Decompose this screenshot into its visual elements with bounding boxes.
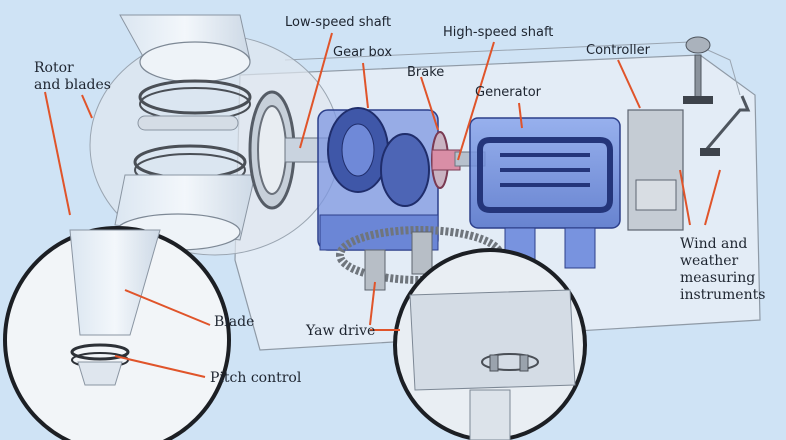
label-blade: Blade [214, 314, 255, 330]
label-low-speed-shaft: Low-speed shaft [285, 15, 392, 30]
label-yaw-drive: Yaw drive [306, 323, 376, 339]
label-rotor-and-blades: Rotor and blades [34, 60, 111, 94]
label-high-speed-shaft: High-speed shaft [443, 25, 554, 40]
brake [431, 131, 461, 189]
label-pitch-control: Pitch control [210, 370, 302, 386]
label-gear-box: Gear box [333, 45, 393, 60]
wind-line2: weather [680, 253, 739, 269]
controller [627, 109, 684, 231]
label-wind-weather-instruments: Wind and weather measuring instruments [680, 236, 765, 304]
main-bearing [248, 90, 296, 210]
wind-line4: instruments [680, 287, 766, 303]
weather-instruments [683, 36, 751, 156]
yaw-detail-circle [393, 248, 587, 440]
upper-blade [119, 14, 252, 131]
wind-line3: measuring [680, 270, 756, 286]
wind-line1: Wind and [680, 236, 748, 252]
leader-lines [44, 32, 721, 378]
rotor-line2: and blades [34, 77, 111, 93]
blade-detail-circle [3, 226, 231, 440]
label-controller: Controller [586, 43, 650, 58]
label-generator: Generator [475, 85, 542, 100]
generator [469, 117, 621, 269]
rotor-line1: Rotor [34, 60, 74, 76]
gear-box [317, 107, 439, 251]
label-brake: Brake [407, 65, 445, 80]
